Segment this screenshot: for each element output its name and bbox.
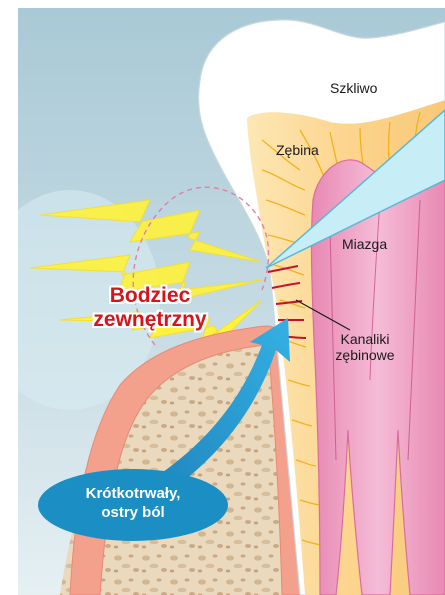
pain-label-line2: ostry ból bbox=[38, 504, 228, 523]
dentin-label: Zębina bbox=[276, 142, 319, 158]
pulp-label: Miazga bbox=[342, 236, 387, 252]
tubules-label-line2: zębinowe bbox=[326, 347, 404, 363]
stimulus-label-line2: zewnętrzny bbox=[70, 308, 230, 332]
stimulus-label-line1: Bodziec bbox=[70, 284, 230, 308]
pain-label-line1: Krótkotrwały, bbox=[38, 485, 228, 504]
tubules-label-line1: Kanaliki bbox=[326, 331, 404, 347]
enamel-label: Szkliwo bbox=[330, 80, 377, 96]
stimulus-label: Bodziec zewnętrzny bbox=[70, 284, 230, 332]
pain-label: Krótkotrwały, ostry ból bbox=[38, 485, 228, 523]
tubules-label: Kanaliki zębinowe bbox=[326, 331, 404, 363]
